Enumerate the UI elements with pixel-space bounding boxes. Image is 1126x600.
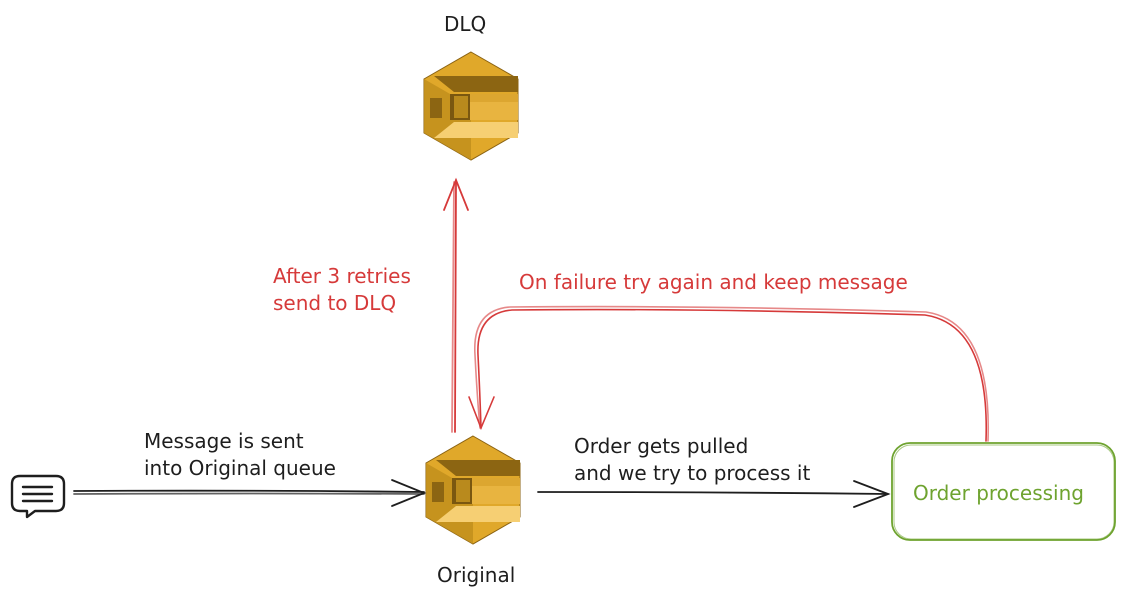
arrow-message-to-original: [73, 479, 427, 507]
send-label-line1: Message is sent: [144, 429, 304, 453]
arrow-original-to-processing: [537, 480, 891, 508]
pull-label-line1: Order gets pulled: [574, 434, 749, 458]
order-processing-box: [891, 442, 1116, 541]
dlq-queue-icon: [423, 51, 519, 161]
original-title: Original: [437, 563, 516, 587]
chat-bubble-icon: [10, 474, 66, 519]
retry-label-line1: After 3 retries: [273, 264, 411, 288]
original-queue-icon: [425, 435, 521, 545]
send-label-line2: into Original queue: [144, 456, 336, 480]
dlq-title: DLQ: [444, 12, 487, 36]
arrow-retry-loop: [468, 305, 990, 442]
retry-label-line2: send to DLQ: [273, 291, 397, 315]
arrow-original-to-dlq: [443, 177, 469, 433]
failure-note: On failure try again and keep message: [519, 270, 908, 294]
pull-label-line2: and we try to process it: [574, 461, 811, 485]
order-processing-label: Order processing: [913, 481, 1084, 505]
